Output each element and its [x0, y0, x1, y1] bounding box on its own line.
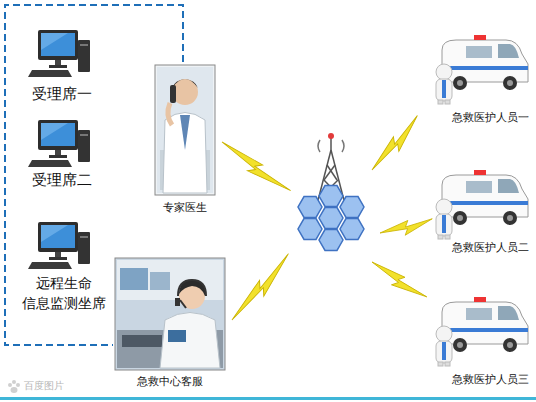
station-label: 受理席二	[20, 170, 104, 191]
station-name: 急救医护人员一	[448, 110, 532, 125]
station-name: 急救医护人员二	[448, 240, 532, 255]
station-name: 急救中心客服	[115, 374, 225, 389]
station-label: 急救中心客服	[115, 374, 225, 389]
station-name: 受理席一	[20, 84, 104, 105]
station-name: 远程生命 信息监测坐席	[8, 274, 120, 313]
station-label: 受理席一	[20, 84, 104, 105]
station-name: 受理席二	[20, 170, 104, 191]
station-label: 专家医生	[150, 200, 220, 215]
station-name: 急救医护人员三	[448, 372, 532, 387]
station-label: 急救医护人员一	[448, 110, 532, 125]
watermark: 百度图片	[24, 379, 64, 393]
station-name: 专家医生	[150, 200, 220, 215]
station-label: 急救医护人员三	[448, 372, 532, 387]
station-label: 急救医护人员二	[448, 240, 532, 255]
station-label: 远程生命 信息监测坐席	[8, 274, 120, 313]
